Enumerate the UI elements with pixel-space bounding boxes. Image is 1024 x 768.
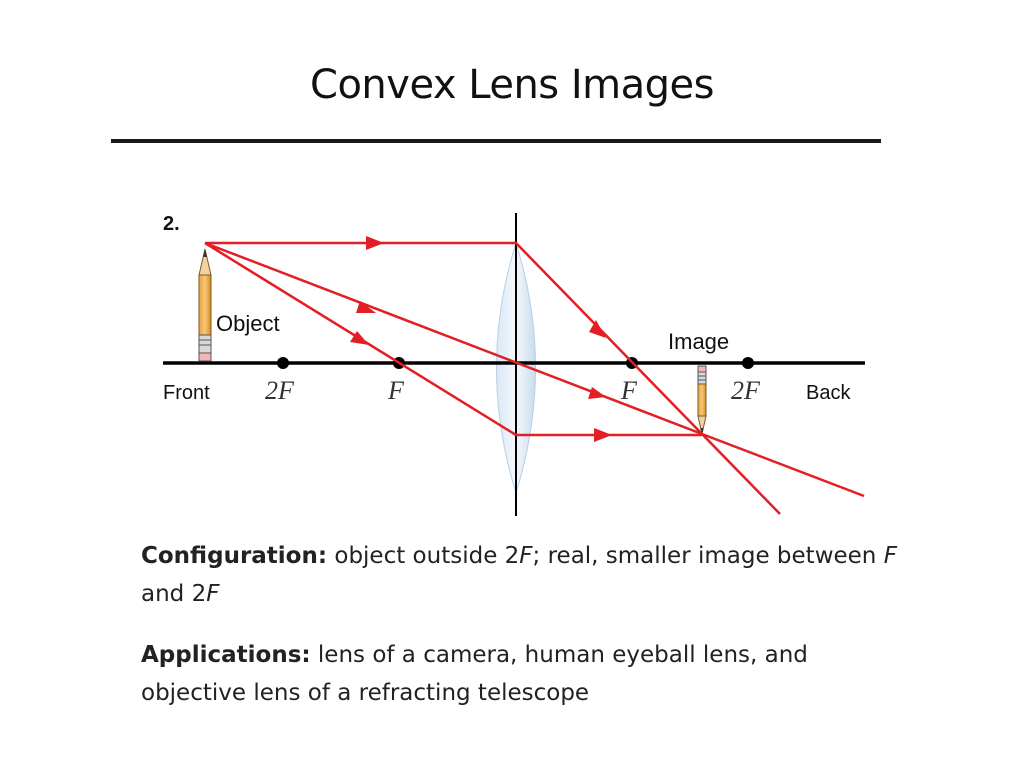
light-rays	[204, 241, 865, 515]
ray-focal	[204, 241, 702, 437]
configuration-caption: Configuration: object outside 2F; real, …	[141, 543, 897, 607]
applications-caption: Applications: lens of a camera, human ey…	[141, 642, 808, 706]
applications-heading: Applications:	[141, 642, 311, 668]
ray-central	[204, 241, 703, 436]
object-pencil	[198, 248, 212, 362]
focal-point-2f-front	[277, 357, 289, 369]
back-label: Back	[806, 382, 851, 404]
label-2f-front: 2F	[265, 376, 295, 405]
ray-parallel	[205, 241, 703, 435]
image-pencil	[697, 365, 707, 435]
front-label: Front	[163, 382, 210, 404]
title-divider	[111, 139, 881, 143]
slide-title: Convex Lens Images	[310, 62, 714, 108]
label-f-front: F	[387, 376, 405, 405]
diagram-number: 2.	[163, 213, 180, 235]
ray-arrowheads	[350, 236, 612, 442]
focal-point-2f-back	[742, 357, 754, 369]
image-label: Image	[668, 329, 729, 354]
label-2f-back: 2F	[731, 376, 761, 405]
label-f-back: F	[620, 376, 638, 405]
configuration-heading: Configuration:	[141, 543, 328, 569]
object-label: Object	[216, 311, 280, 336]
